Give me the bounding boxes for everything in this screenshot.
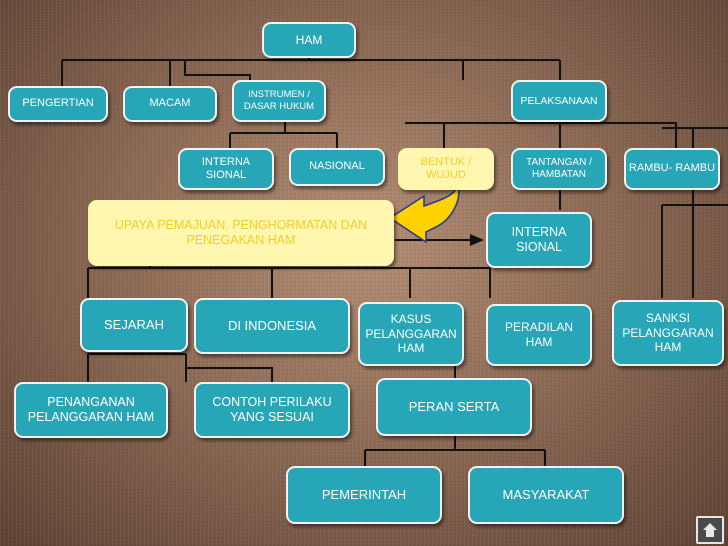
node-instrumen[interactable]: INSTRUMEN / DASAR HUKUM xyxy=(232,80,326,122)
node-peran-serta[interactable]: PERAN SERTA xyxy=(376,378,532,436)
node-nasional[interactable]: NASIONAL xyxy=(289,148,385,186)
node-di-indonesia[interactable]: DI INDONESIA xyxy=(194,298,350,354)
node-ham[interactable]: HAM xyxy=(262,22,356,58)
node-sanksi[interactable]: SANKSI PELANGGARAN HAM xyxy=(612,300,724,366)
node-sejarah[interactable]: SEJARAH xyxy=(80,298,188,352)
node-peradilan[interactable]: PERADILAN HAM xyxy=(486,304,592,366)
node-pemerintah[interactable]: PEMERINTAH xyxy=(286,466,442,524)
node-pelaksanaan[interactable]: PELAKSANAAN xyxy=(511,80,607,122)
home-nav-glyph xyxy=(703,523,717,537)
node-penanganan[interactable]: PENANGANAN PELANGGARAN HAM xyxy=(14,382,168,438)
node-bentuk-wujud[interactable]: BENTUK / WUJUD xyxy=(398,148,494,190)
node-contoh[interactable]: CONTOH PERILAKU YANG SESUAI xyxy=(194,382,350,438)
node-internasional-top[interactable]: INTERNA SIONAL xyxy=(178,148,274,190)
node-masyarakat[interactable]: MASYARAKAT xyxy=(468,466,624,524)
node-tantangan[interactable]: TANTANGAN / HAMBATAN xyxy=(511,148,607,190)
home-nav-icon[interactable] xyxy=(696,516,724,544)
node-upaya[interactable]: UPAYA PEMAJUAN, PENGHORMATAN DAN PENEGAK… xyxy=(88,200,394,266)
node-macam[interactable]: MACAM xyxy=(123,86,217,122)
curved-arrow-icon xyxy=(388,183,460,244)
node-kasus[interactable]: KASUS PELANGGARAN HAM xyxy=(358,302,464,366)
node-rambu[interactable]: RAMBU- RAMBU xyxy=(624,148,720,190)
node-internasional-mid[interactable]: INTERNA SIONAL xyxy=(486,212,592,268)
node-pengertian[interactable]: PENGERTIAN xyxy=(8,86,108,122)
